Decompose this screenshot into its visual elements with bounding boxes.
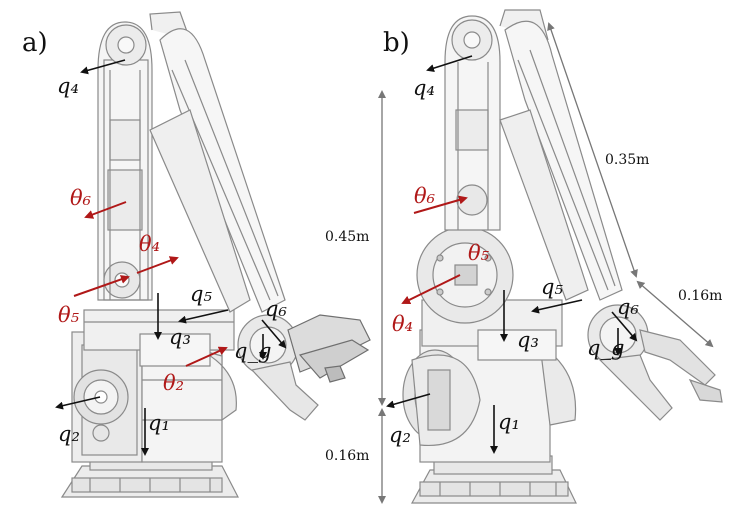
left-qg-label: q_g: [234, 339, 272, 363]
right-q6-label: q₆: [617, 295, 639, 319]
gripper-length-dimension: [636, 280, 714, 348]
arm-length-label: 0.35m: [605, 152, 650, 168]
right-joint-arrows: [386, 55, 638, 454]
right-upper-arm: [444, 9, 549, 231]
left-robot-drawing: [60, 11, 371, 498]
right-q5-label: q₅: [541, 275, 563, 299]
right-theta5-label: θ₅: [468, 241, 490, 265]
right-gripper: [587, 304, 723, 421]
right-angle-arrows: [401, 195, 468, 304]
left-q1-label: q₁: [148, 411, 170, 435]
right-q3-label: q₃: [517, 328, 539, 352]
upper-height-label: 0.45m: [325, 229, 370, 245]
left-shoulder: [83, 309, 235, 367]
dimension-lines: [378, 22, 714, 504]
right-q5-arrow: [531, 299, 583, 314]
left-q2-arrow: [55, 396, 101, 410]
base-height-label: 0.16m: [325, 448, 370, 464]
panel-label-b: b): [383, 28, 410, 58]
left-q5-label: q₅: [190, 282, 212, 306]
left-theta6-label: θ₆: [70, 186, 92, 210]
left-joint-arrows: [55, 59, 287, 456]
left-forearm: [149, 28, 286, 313]
left-lower-body: [71, 331, 237, 463]
right-robot-drawing: [402, 9, 723, 504]
right-theta5-arrow: [401, 274, 461, 304]
gripper-length-label: 0.16m: [678, 288, 723, 304]
right-theta6-arrow: [413, 195, 468, 214]
right-qg-label: q_g: [587, 336, 625, 360]
left-q4-label: q₄: [57, 74, 79, 98]
left-theta4-label: θ₄: [139, 232, 161, 256]
left-q5-arrow: [178, 309, 229, 324]
arm-length-dimension: [547, 22, 638, 278]
right-q4-arrow: [426, 55, 473, 72]
left-gripper: [237, 314, 371, 421]
left-theta5-label: θ₅: [58, 303, 80, 327]
left-theta5-arrow: [73, 275, 130, 297]
left-angle-arrows: [73, 201, 228, 367]
right-q4-label: q₄: [413, 76, 435, 100]
left-q2-label: q₂: [58, 422, 80, 446]
right-theta4-label: θ₄: [392, 312, 414, 336]
right-joint-disc: [416, 226, 514, 324]
right-q6-arrow: [611, 311, 638, 342]
left-theta2-arrow: [185, 346, 228, 367]
right-q2-label: q₂: [389, 423, 411, 447]
right-base: [410, 455, 577, 504]
right-q1-label: q₁: [498, 410, 520, 434]
left-q4-arrow: [80, 59, 126, 75]
right-theta6-label: θ₆: [414, 184, 436, 208]
left-q3-label: q₃: [169, 325, 191, 349]
left-q6-arrow: [261, 319, 287, 349]
left-theta2-label: θ₂: [163, 371, 185, 395]
left-theta6-arrow: [84, 201, 127, 219]
right-q2-arrow: [386, 393, 431, 409]
right-forearm: [499, 20, 623, 301]
left-theta4-arrow: [136, 256, 179, 274]
panel-label-a: a): [22, 28, 48, 58]
left-q6-label: q₆: [265, 297, 287, 321]
left-upper-arm: [97, 11, 191, 301]
